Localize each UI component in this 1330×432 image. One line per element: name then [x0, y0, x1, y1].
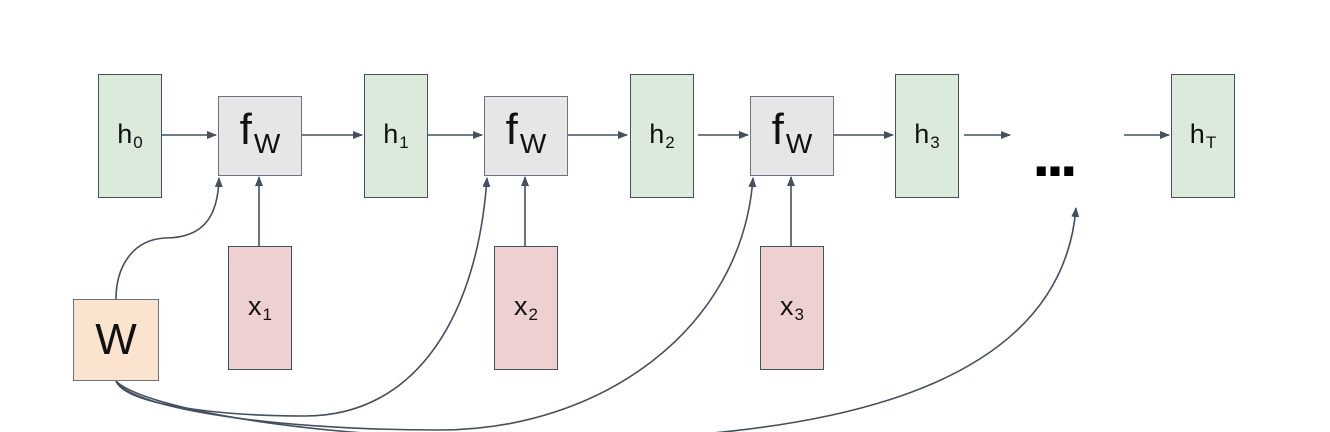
input-x1: x1	[228, 246, 292, 370]
hidden-state-h1: h1	[364, 74, 428, 198]
function-fw-2: fW	[484, 96, 568, 176]
h3-label: h3	[914, 119, 940, 152]
input-x2: x2	[494, 246, 558, 370]
fw2-label: fW	[505, 105, 547, 159]
x2-label: x2	[514, 291, 538, 324]
h1-label: h1	[383, 119, 409, 152]
function-fw-3: fW	[750, 96, 834, 176]
hidden-state-h3: h3	[895, 74, 959, 198]
fw3-label: fW	[771, 105, 813, 159]
input-x3: x3	[760, 246, 824, 370]
function-fw-1: fW	[218, 96, 302, 176]
arrow-w-to-fw1	[115, 177, 223, 300]
hidden-state-hT: hT	[1171, 74, 1235, 198]
h2-label: h2	[649, 119, 675, 152]
arrow-w-to-fw3	[115, 177, 757, 431]
h0-label: h0	[117, 119, 143, 152]
hidden-state-h2: h2	[630, 74, 694, 198]
x3-label: x3	[780, 291, 804, 324]
x1-label: x1	[248, 291, 272, 324]
fw1-label: fW	[239, 105, 281, 159]
hT-label: hT	[1189, 119, 1217, 152]
ellipsis: ...	[1032, 118, 1077, 190]
arrow-w-to-next	[115, 207, 1080, 432]
arrow-w-to-fw2	[115, 177, 491, 417]
weight-matrix-w: W	[73, 299, 159, 381]
hidden-state-h0: h0	[98, 74, 162, 198]
weight-label: W	[95, 315, 137, 364]
